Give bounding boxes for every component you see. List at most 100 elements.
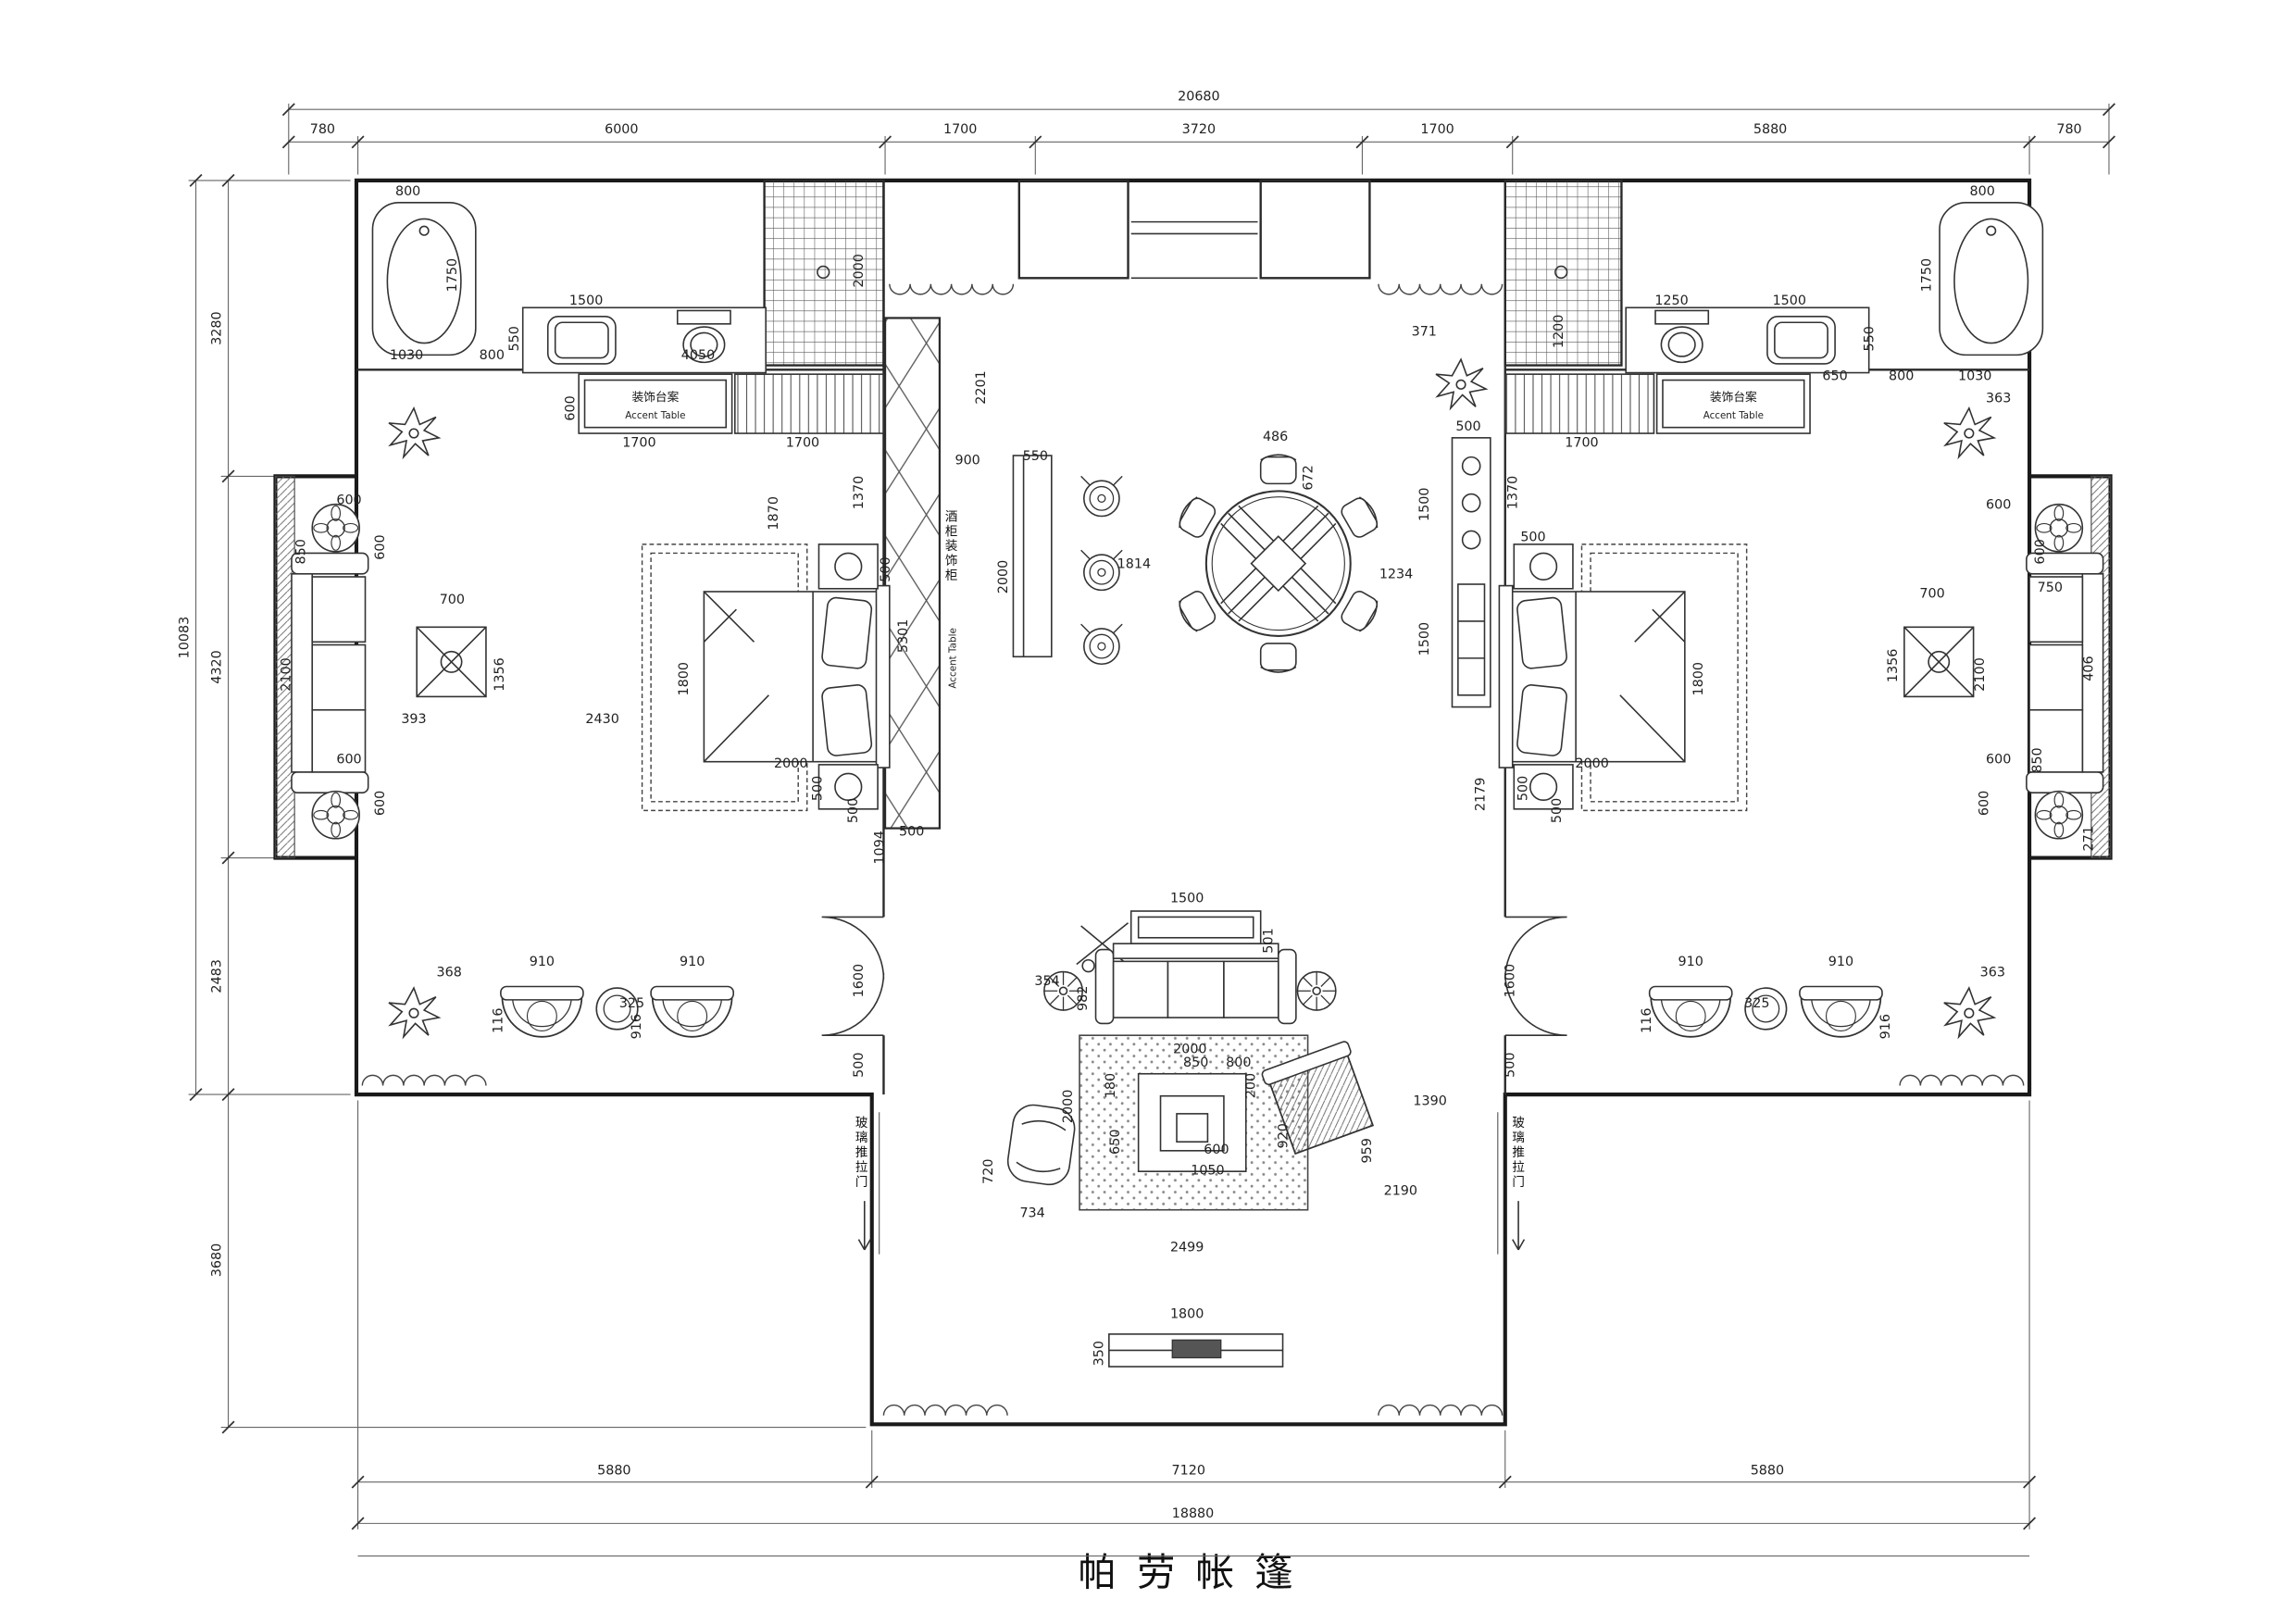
dimension-label: 1370 bbox=[1506, 476, 1521, 510]
dimension-label: 800 bbox=[480, 348, 505, 363]
dimension-label: 550 bbox=[1023, 449, 1048, 464]
nightstand-left-bottom bbox=[817, 764, 879, 810]
dimension-label: 1050 bbox=[1191, 1163, 1224, 1178]
plant-right-bottom bbox=[1943, 987, 1995, 1038]
sofa-left bbox=[291, 552, 369, 794]
dimension-label: 850 bbox=[293, 539, 308, 564]
dimension-label: 550 bbox=[1862, 326, 1877, 351]
dimension-label: 1750 bbox=[1920, 258, 1935, 293]
dimension-label: 5880 bbox=[1753, 122, 1787, 137]
shower-right bbox=[1504, 179, 1623, 367]
dimension-label: 2000 bbox=[774, 756, 807, 771]
dimension-label: 1814 bbox=[1117, 556, 1151, 571]
dimension-label: 1500 bbox=[1170, 891, 1204, 906]
dimension-label: 1356 bbox=[493, 657, 507, 692]
dimension-label: 1500 bbox=[1417, 487, 1432, 521]
double-door-right bbox=[1504, 916, 1567, 1037]
dimension-label: 2179 bbox=[1474, 778, 1489, 812]
dimension-label: 6000 bbox=[605, 122, 638, 137]
dimension-label: 10083 bbox=[178, 617, 193, 659]
nightstand-right-top bbox=[1513, 543, 1574, 590]
dimension-label: 2483 bbox=[210, 959, 225, 993]
dimension-label: 500 bbox=[899, 825, 924, 840]
dimension-chains bbox=[188, 103, 2115, 1530]
dimension-label: 1870 bbox=[767, 496, 781, 531]
barrel-chair-right-1 bbox=[1648, 985, 1733, 1038]
dimension-label: 780 bbox=[310, 122, 335, 137]
dimension-label: 1700 bbox=[1420, 122, 1454, 137]
dimension-label: 500 bbox=[846, 798, 861, 823]
accent-console-left: 装饰台案 Accent Table bbox=[578, 373, 733, 434]
sink-right bbox=[1766, 316, 1836, 365]
dimension-label: 1700 bbox=[1565, 435, 1598, 450]
dimension-label: 500 bbox=[811, 776, 826, 801]
dimension-label: 1800 bbox=[677, 662, 692, 696]
dimension-label: 1030 bbox=[390, 348, 423, 363]
dimension-label: 406 bbox=[2081, 656, 2096, 681]
dimension-label: 2000 bbox=[1575, 756, 1608, 771]
dimension-label: 116 bbox=[491, 1008, 505, 1033]
dimension-label: 850 bbox=[1183, 1056, 1208, 1070]
barrel-chair-right-2 bbox=[1799, 985, 1883, 1038]
bed-right bbox=[1498, 543, 1748, 812]
dimension-label: 271 bbox=[2081, 826, 2096, 851]
dimension-label: 910 bbox=[1678, 955, 1703, 969]
sofa-right bbox=[2026, 552, 2104, 794]
dimension-label: 850 bbox=[2030, 747, 2045, 772]
dimension-label: 500 bbox=[1550, 798, 1565, 823]
dimension-label: 1370 bbox=[852, 476, 867, 510]
dimension-label: 1356 bbox=[1886, 649, 1901, 683]
dimension-label: 600 bbox=[2033, 539, 2048, 564]
dimension-label: 200 bbox=[1243, 1073, 1258, 1098]
dimension-label: 4320 bbox=[210, 650, 225, 684]
dimension-label: 371 bbox=[1412, 325, 1437, 340]
glass-sliding-door-right bbox=[1497, 1112, 1526, 1255]
dimension-label: 1200 bbox=[1552, 315, 1566, 349]
sofa-living bbox=[1094, 943, 1297, 1025]
bathtub-right bbox=[1939, 202, 2044, 356]
slat-cabinet-left bbox=[733, 373, 885, 434]
dimension-label: 672 bbox=[1301, 465, 1316, 490]
dimension-label: 800 bbox=[395, 184, 420, 199]
dimension-label: 550 bbox=[507, 326, 522, 351]
slat-cabinet-right bbox=[1504, 373, 1655, 434]
barrel-chair-left-2 bbox=[650, 985, 735, 1038]
dimension-label: 393 bbox=[401, 712, 426, 727]
floor-lamp-right bbox=[1296, 970, 1337, 1011]
accent-console-left-label-en: Accent Table bbox=[625, 410, 685, 421]
dimension-label: 486 bbox=[1263, 430, 1288, 444]
dimension-label: 2100 bbox=[1973, 657, 1988, 692]
dimension-label: 4050 bbox=[681, 348, 715, 363]
double-door-left bbox=[821, 916, 885, 1037]
plant-right-top bbox=[1943, 407, 1995, 458]
dimension-label: 600 bbox=[1986, 752, 2011, 767]
dimension-label: 3720 bbox=[1182, 122, 1216, 137]
dimension-label: 600 bbox=[336, 752, 361, 767]
accent-chair bbox=[1261, 1041, 1375, 1156]
console-right-of-dining bbox=[1451, 437, 1491, 708]
accent-console-left-label-zh: 装饰台案 bbox=[631, 391, 679, 405]
coffee-table bbox=[1137, 1072, 1247, 1172]
plant-left-bottom bbox=[388, 987, 440, 1038]
dimension-label: 5880 bbox=[1751, 1464, 1784, 1479]
dining-chair-s bbox=[1259, 643, 1297, 673]
plant-center-right bbox=[1435, 358, 1487, 409]
dimension-label: 500 bbox=[1520, 531, 1545, 545]
dimension-label: 600 bbox=[373, 534, 388, 559]
dimension-label: 2499 bbox=[1170, 1240, 1204, 1255]
dimension-label: 1030 bbox=[1958, 369, 1991, 384]
window-scallops bbox=[361, 283, 2025, 1416]
side-table-left-bottom bbox=[311, 790, 360, 840]
dimension-label: 910 bbox=[530, 955, 555, 969]
dimension-label: 910 bbox=[1828, 955, 1853, 969]
dimension-label: 363 bbox=[1986, 391, 2011, 406]
dimension-label: 116 bbox=[1640, 1008, 1654, 1033]
bathroom-right bbox=[1625, 202, 2044, 374]
entry-porch bbox=[1017, 179, 1371, 280]
dimension-label: 900 bbox=[955, 454, 980, 468]
dimension-label: 500 bbox=[1455, 419, 1480, 434]
dimension-label: 2000 bbox=[1173, 1042, 1206, 1056]
side-table-left-top bbox=[311, 503, 360, 553]
nightstand-left-top bbox=[817, 543, 879, 590]
dimension-label: 650 bbox=[1822, 369, 1847, 384]
